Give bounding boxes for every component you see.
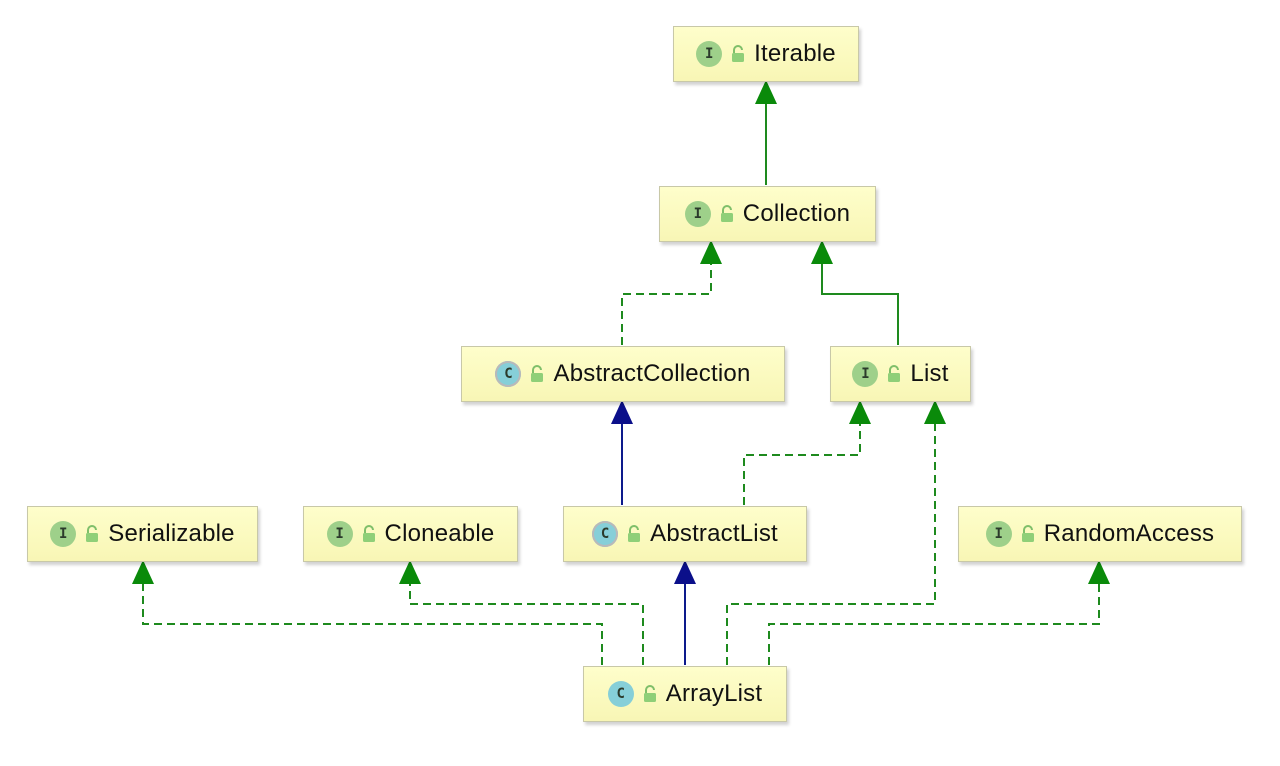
node-random-access[interactable]: I RandomAccess (958, 506, 1242, 562)
unlocked-icon (643, 685, 656, 702)
node-label: ArrayList (665, 680, 763, 707)
node-arraylist[interactable]: C ArrayList (583, 666, 787, 722)
unlocked-icon (888, 365, 901, 382)
node-cloneable[interactable]: I Cloneable (303, 506, 518, 562)
abstract-class-icon: C (592, 521, 619, 547)
unlocked-icon (1021, 525, 1034, 542)
node-label: Cloneable (384, 520, 495, 547)
unlocked-icon (628, 525, 641, 542)
unlocked-icon (732, 45, 745, 62)
arrowhead-collection (811, 240, 833, 264)
unlocked-icon (86, 525, 99, 542)
unlocked-icon (531, 365, 544, 382)
node-label: AbstractCollection (553, 360, 751, 387)
arrowhead-abstract-collection (611, 400, 633, 424)
node-abstract-collection[interactable]: C AbstractCollection (461, 346, 785, 402)
node-label: List (910, 360, 949, 387)
node-label: AbstractList (650, 520, 778, 547)
abstract-class-icon: C (495, 361, 522, 387)
arrowhead-collection (700, 240, 722, 264)
arrowhead-serializable (132, 560, 154, 584)
arrowhead-iterable (755, 80, 777, 104)
node-iterable[interactable]: I Iterable (673, 26, 859, 82)
node-label: Collection (742, 200, 851, 227)
edge-arraylist-to-cloneable (409, 584, 644, 665)
unlocked-icon (720, 205, 733, 222)
edge-abstract-collection-to-collection (621, 264, 712, 345)
node-label: RandomAccess (1043, 520, 1215, 547)
interface-icon: I (985, 521, 1012, 547)
edge-arraylist-to-random-access (768, 584, 1100, 665)
node-collection[interactable]: I Collection (659, 186, 876, 242)
node-label: Iterable (754, 40, 836, 67)
arrowhead-abstract-list (674, 560, 696, 584)
interface-icon: I (852, 361, 879, 387)
edge-arraylist-to-serializable (142, 584, 603, 665)
node-serializable[interactable]: I Serializable (27, 506, 258, 562)
interface-icon: I (326, 521, 353, 547)
edge-arraylist-to-list (726, 424, 936, 665)
interface-icon: I (696, 41, 723, 67)
node-abstract-list[interactable]: C AbstractList (563, 506, 807, 562)
arrowhead-cloneable (399, 560, 421, 584)
arrowhead-random-access (1088, 560, 1110, 584)
interface-icon: I (50, 521, 77, 547)
arrowhead-list (849, 400, 871, 424)
edge-abstract-list-to-list (743, 424, 861, 505)
interface-icon: I (684, 201, 711, 227)
node-label: Serializable (108, 520, 235, 547)
node-list[interactable]: I List (830, 346, 971, 402)
class-icon: C (607, 681, 634, 707)
arrowhead-list (924, 400, 946, 424)
edge-list-to-collection (821, 264, 899, 345)
unlocked-icon (362, 525, 375, 542)
